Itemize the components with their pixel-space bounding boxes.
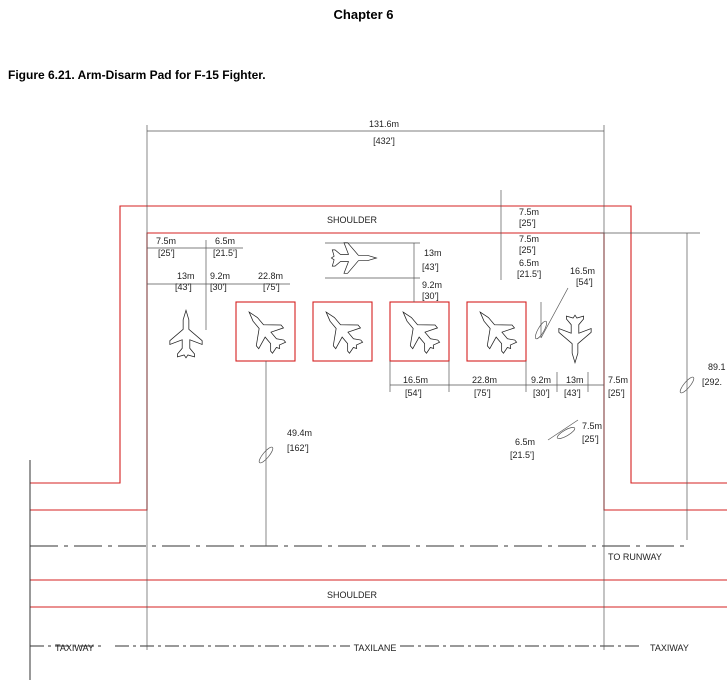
dim-metric: 13m [177, 271, 195, 281]
dim-metric: 7.5m [582, 421, 602, 431]
dim-metric: 7.5m [156, 236, 176, 246]
taxiway-left-label: TAXIWAY [55, 643, 94, 653]
dim-imperial: [25'] [519, 245, 536, 255]
aircraft-icon [313, 301, 370, 360]
dim-imperial: [43'] [175, 282, 192, 292]
to-runway-label: TO RUNWAY [608, 552, 662, 562]
dim-imperial: [432'] [373, 136, 395, 146]
dim-imperial: [162'] [287, 443, 309, 453]
dim-imperial: [25'] [608, 388, 625, 398]
dimension-lines [146, 125, 700, 650]
dim-metric: 89.1 [708, 362, 726, 372]
aircraft-icon [467, 301, 524, 360]
aircraft-icon [331, 242, 377, 274]
dim-metric: 6.5m [519, 258, 539, 268]
dim-metric: 22.8m [472, 375, 497, 385]
dim-imperial: [25'] [519, 218, 536, 228]
aircraft-icon [390, 301, 447, 360]
dim-metric: 6.5m [515, 437, 535, 447]
dim-imperial: [30'] [422, 291, 439, 301]
dim-imperial: [54'] [405, 388, 422, 398]
dim-imperial: [21.5'] [213, 248, 237, 258]
dim-imperial: [21.5'] [510, 450, 534, 460]
taxiway-right-label: TAXIWAY [650, 643, 689, 653]
dim-imperial: [43'] [564, 388, 581, 398]
taxilane-label: TAXILANE [354, 643, 397, 653]
figure-title: Figure 6.21. Arm-Disarm Pad for F-15 Fig… [8, 68, 266, 82]
dim-metric: 7.5m [519, 234, 539, 244]
dim-imperial: [25'] [582, 434, 599, 444]
chapter-heading: Chapter 6 [333, 7, 394, 22]
dim-metric: 16.5m [570, 266, 595, 276]
dim-metric: 22.8m [258, 271, 283, 281]
dim-imperial: [75'] [474, 388, 491, 398]
dim-metric: 7.5m [519, 207, 539, 217]
dim-imperial: [54'] [576, 277, 593, 287]
runway-centerline [29, 460, 690, 680]
shoulder-bottom-label: SHOULDER [327, 590, 378, 600]
dim-metric: 9.2m [210, 271, 230, 281]
dim-metric: 13m [424, 248, 442, 258]
aircraft-icon [169, 309, 203, 359]
dim-metric: 131.6m [369, 119, 399, 129]
dim-imperial: [292. [702, 377, 722, 387]
dim-imperial: [30'] [533, 388, 550, 398]
dim-metric: 7.5m [608, 375, 628, 385]
dim-imperial: [75'] [263, 282, 280, 292]
dim-imperial: [30'] [210, 282, 227, 292]
dim-metric: 9.2m [422, 280, 442, 290]
dim-metric: 49.4m [287, 428, 312, 438]
dim-imperial: [25'] [158, 248, 175, 258]
shoulder-top-label: SHOULDER [327, 215, 378, 225]
aircraft-icon [236, 301, 293, 360]
dim-metric: 13m [566, 375, 584, 385]
dim-metric: 9.2m [531, 375, 551, 385]
dim-imperial: [21.5'] [517, 269, 541, 279]
dim-imperial: [43'] [422, 262, 439, 272]
pad-outline [30, 205, 727, 608]
dim-metric: 6.5m [215, 236, 235, 246]
dim-metric: 16.5m [403, 375, 428, 385]
aircraft-icon [558, 314, 592, 364]
